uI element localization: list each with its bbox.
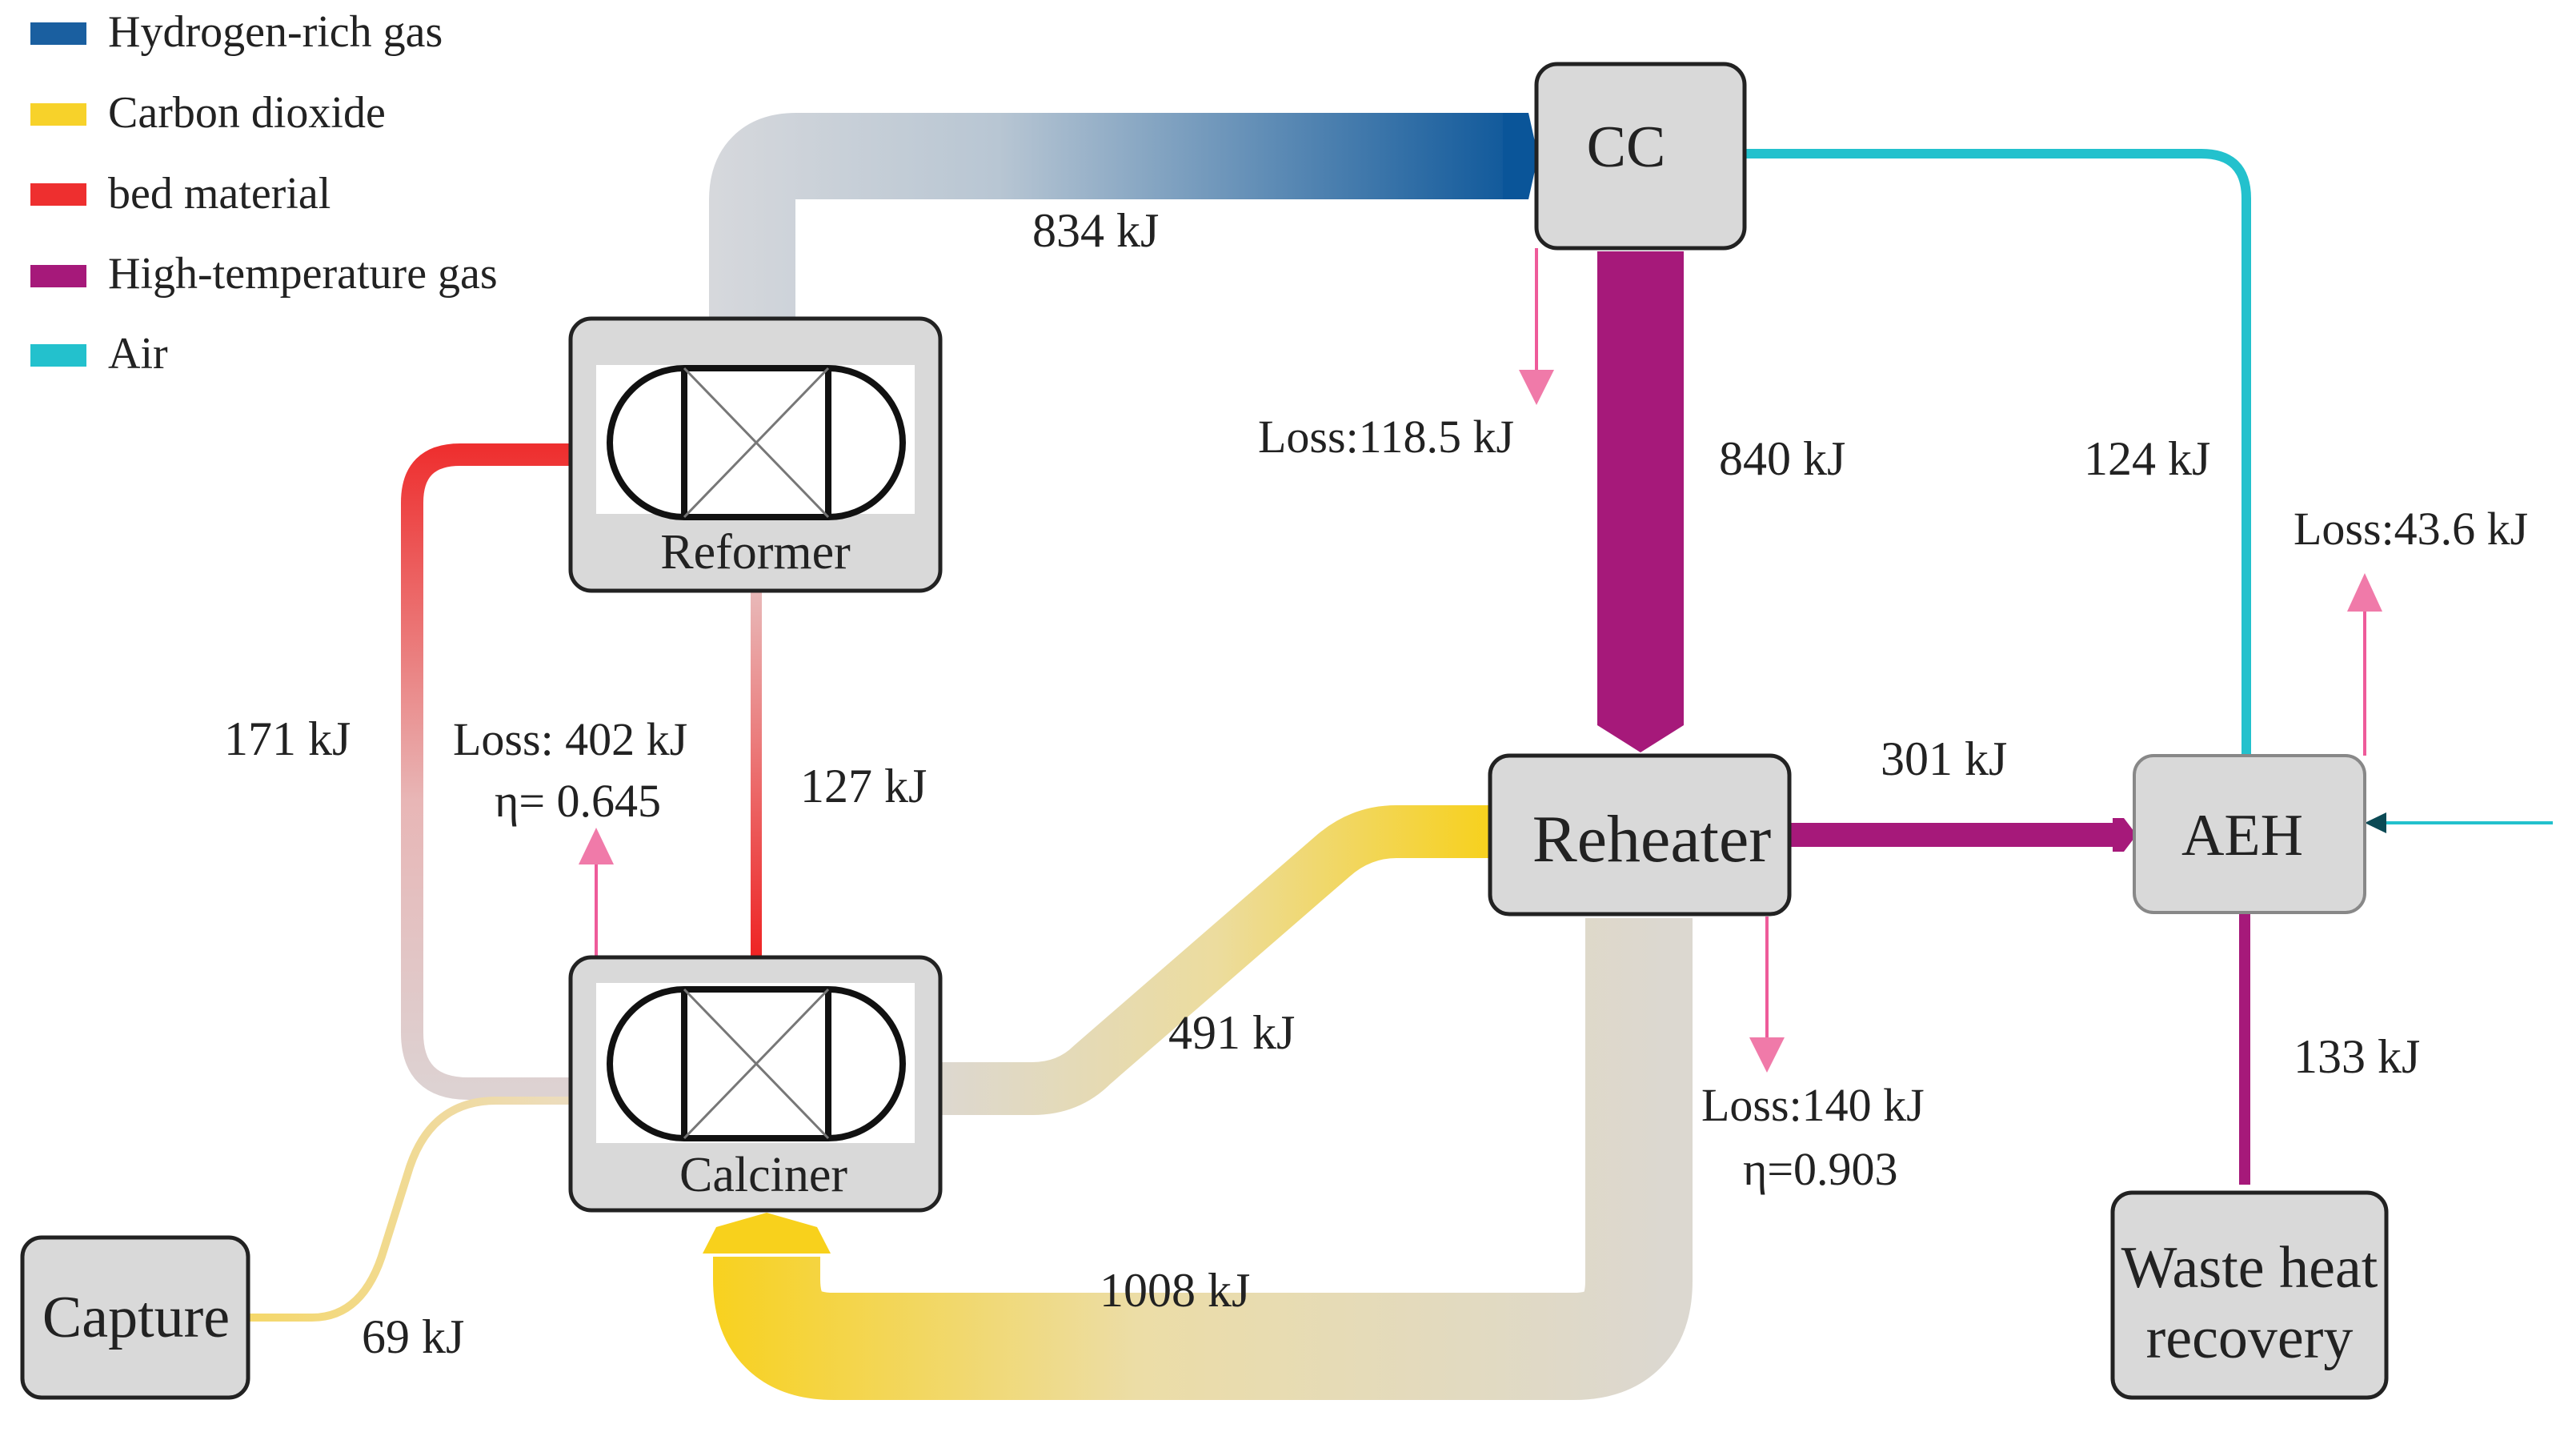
legend: Hydrogen-rich gas Carbon dioxide bed mat… (30, 7, 498, 379)
flow-hydrogen-834 (709, 113, 1504, 320)
legend-swatch-air (30, 344, 86, 367)
legend-label-air: Air (108, 329, 168, 379)
label-flow-hydrogen-834: 834 kJ (1032, 204, 1159, 257)
node-waste-heat-label-line2: recovery (2146, 1306, 2354, 1371)
label-loss-reheater: Loss:140 kJ (1701, 1079, 1925, 1131)
legend-label-hydrogen: Hydrogen-rich gas (108, 7, 443, 57)
node-reformer: Reformer (568, 316, 943, 593)
label-flow-air-124: 124 kJ (2084, 432, 2210, 485)
legend-swatch-hightemp (30, 265, 86, 287)
node-aeh: AEH (2133, 754, 2366, 914)
flow-hydrogen-834-arrowhead (1503, 113, 1538, 199)
node-reheater-label: Reheater (1532, 802, 1771, 876)
node-reformer-label: Reformer (660, 525, 851, 580)
loss-arrow-reheater-head (1749, 1037, 1785, 1073)
flow-hightemp-301-arrowhead (2113, 818, 2137, 852)
flow-co2-491 (938, 805, 1488, 1115)
label-loss-cc: Loss:118.5 kJ (1258, 411, 1514, 463)
label-eta-reheater: η=0.903 (1743, 1143, 1898, 1195)
label-loss-aeh: Loss:43.6 kJ (2294, 503, 2528, 555)
node-capture-label: Capture (42, 1285, 230, 1350)
node-cc-label: CC (1587, 114, 1666, 180)
flow-co2-1008-arrowhead (703, 1213, 831, 1254)
loss-arrow-calciner-head (579, 828, 614, 864)
label-flow-hightemp-840: 840 kJ (1719, 432, 1845, 485)
calciner-vessel-icon (607, 986, 906, 1141)
label-loss-reformer-calciner: Loss: 402 kJ (453, 713, 687, 765)
flow-co2-69 (248, 1097, 571, 1322)
label-flow-co2-491: 491 kJ (1168, 1006, 1295, 1059)
legend-label-hightemp: High-temperature gas (108, 249, 498, 299)
reformer-vessel-icon (607, 365, 906, 520)
flow-bed-171 (401, 443, 571, 1100)
label-flow-hightemp-133: 133 kJ (2294, 1030, 2420, 1083)
legend-label-bed: bed material (108, 169, 331, 219)
flow-hightemp-301 (1791, 823, 2116, 847)
node-reheater: Reheater (1488, 753, 1792, 917)
loss-arrow-aeh-head (2347, 573, 2382, 612)
node-aeh-label: AEH (2181, 803, 2303, 868)
flow-air-124 (1745, 149, 2251, 756)
loss-labels: Loss:118.5 kJ Loss:43.6 kJ Loss: 402 kJ … (453, 411, 2528, 1195)
legend-swatch-hydrogen (30, 22, 86, 45)
legend-swatch-bed (30, 183, 86, 206)
label-flow-bed-171: 171 kJ (224, 712, 351, 765)
flow-co2-1008 (713, 918, 1693, 1400)
flows (248, 113, 2553, 1400)
nodes: CC Reformer (20, 62, 2389, 1400)
label-flow-co2-1008: 1008 kJ (1100, 1264, 1250, 1317)
flow-air-input-arrowhead (2365, 812, 2386, 833)
node-waste-heat-label-line1: Waste heat (2121, 1235, 2378, 1301)
node-waste-heat-recovery: Waste heat recovery (2110, 1190, 2389, 1400)
flow-hightemp-133 (2239, 913, 2250, 1185)
node-capture: Capture (20, 1235, 250, 1400)
label-flow-co2-69: 69 kJ (362, 1310, 464, 1363)
label-eta-reformer-calciner: η= 0.645 (495, 775, 661, 827)
label-flow-bed-127: 127 kJ (800, 760, 927, 812)
flow-hightemp-840 (1597, 251, 1684, 708)
node-calciner: Calciner (568, 955, 943, 1213)
label-flow-hightemp-301: 301 kJ (1881, 732, 2007, 785)
loss-arrow-cc-head (1519, 370, 1554, 405)
node-calciner-label: Calciner (679, 1148, 847, 1202)
legend-label-co2: Carbon dioxide (108, 88, 386, 138)
node-cc: CC (1534, 62, 1747, 251)
loss-arrows (579, 248, 2382, 1073)
legend-swatch-co2 (30, 103, 86, 126)
flow-hightemp-840-arrowhead (1597, 704, 1684, 752)
flow-labels: 834 kJ 840 kJ 124 kJ 171 kJ 127 kJ 491 k… (224, 204, 2420, 1363)
